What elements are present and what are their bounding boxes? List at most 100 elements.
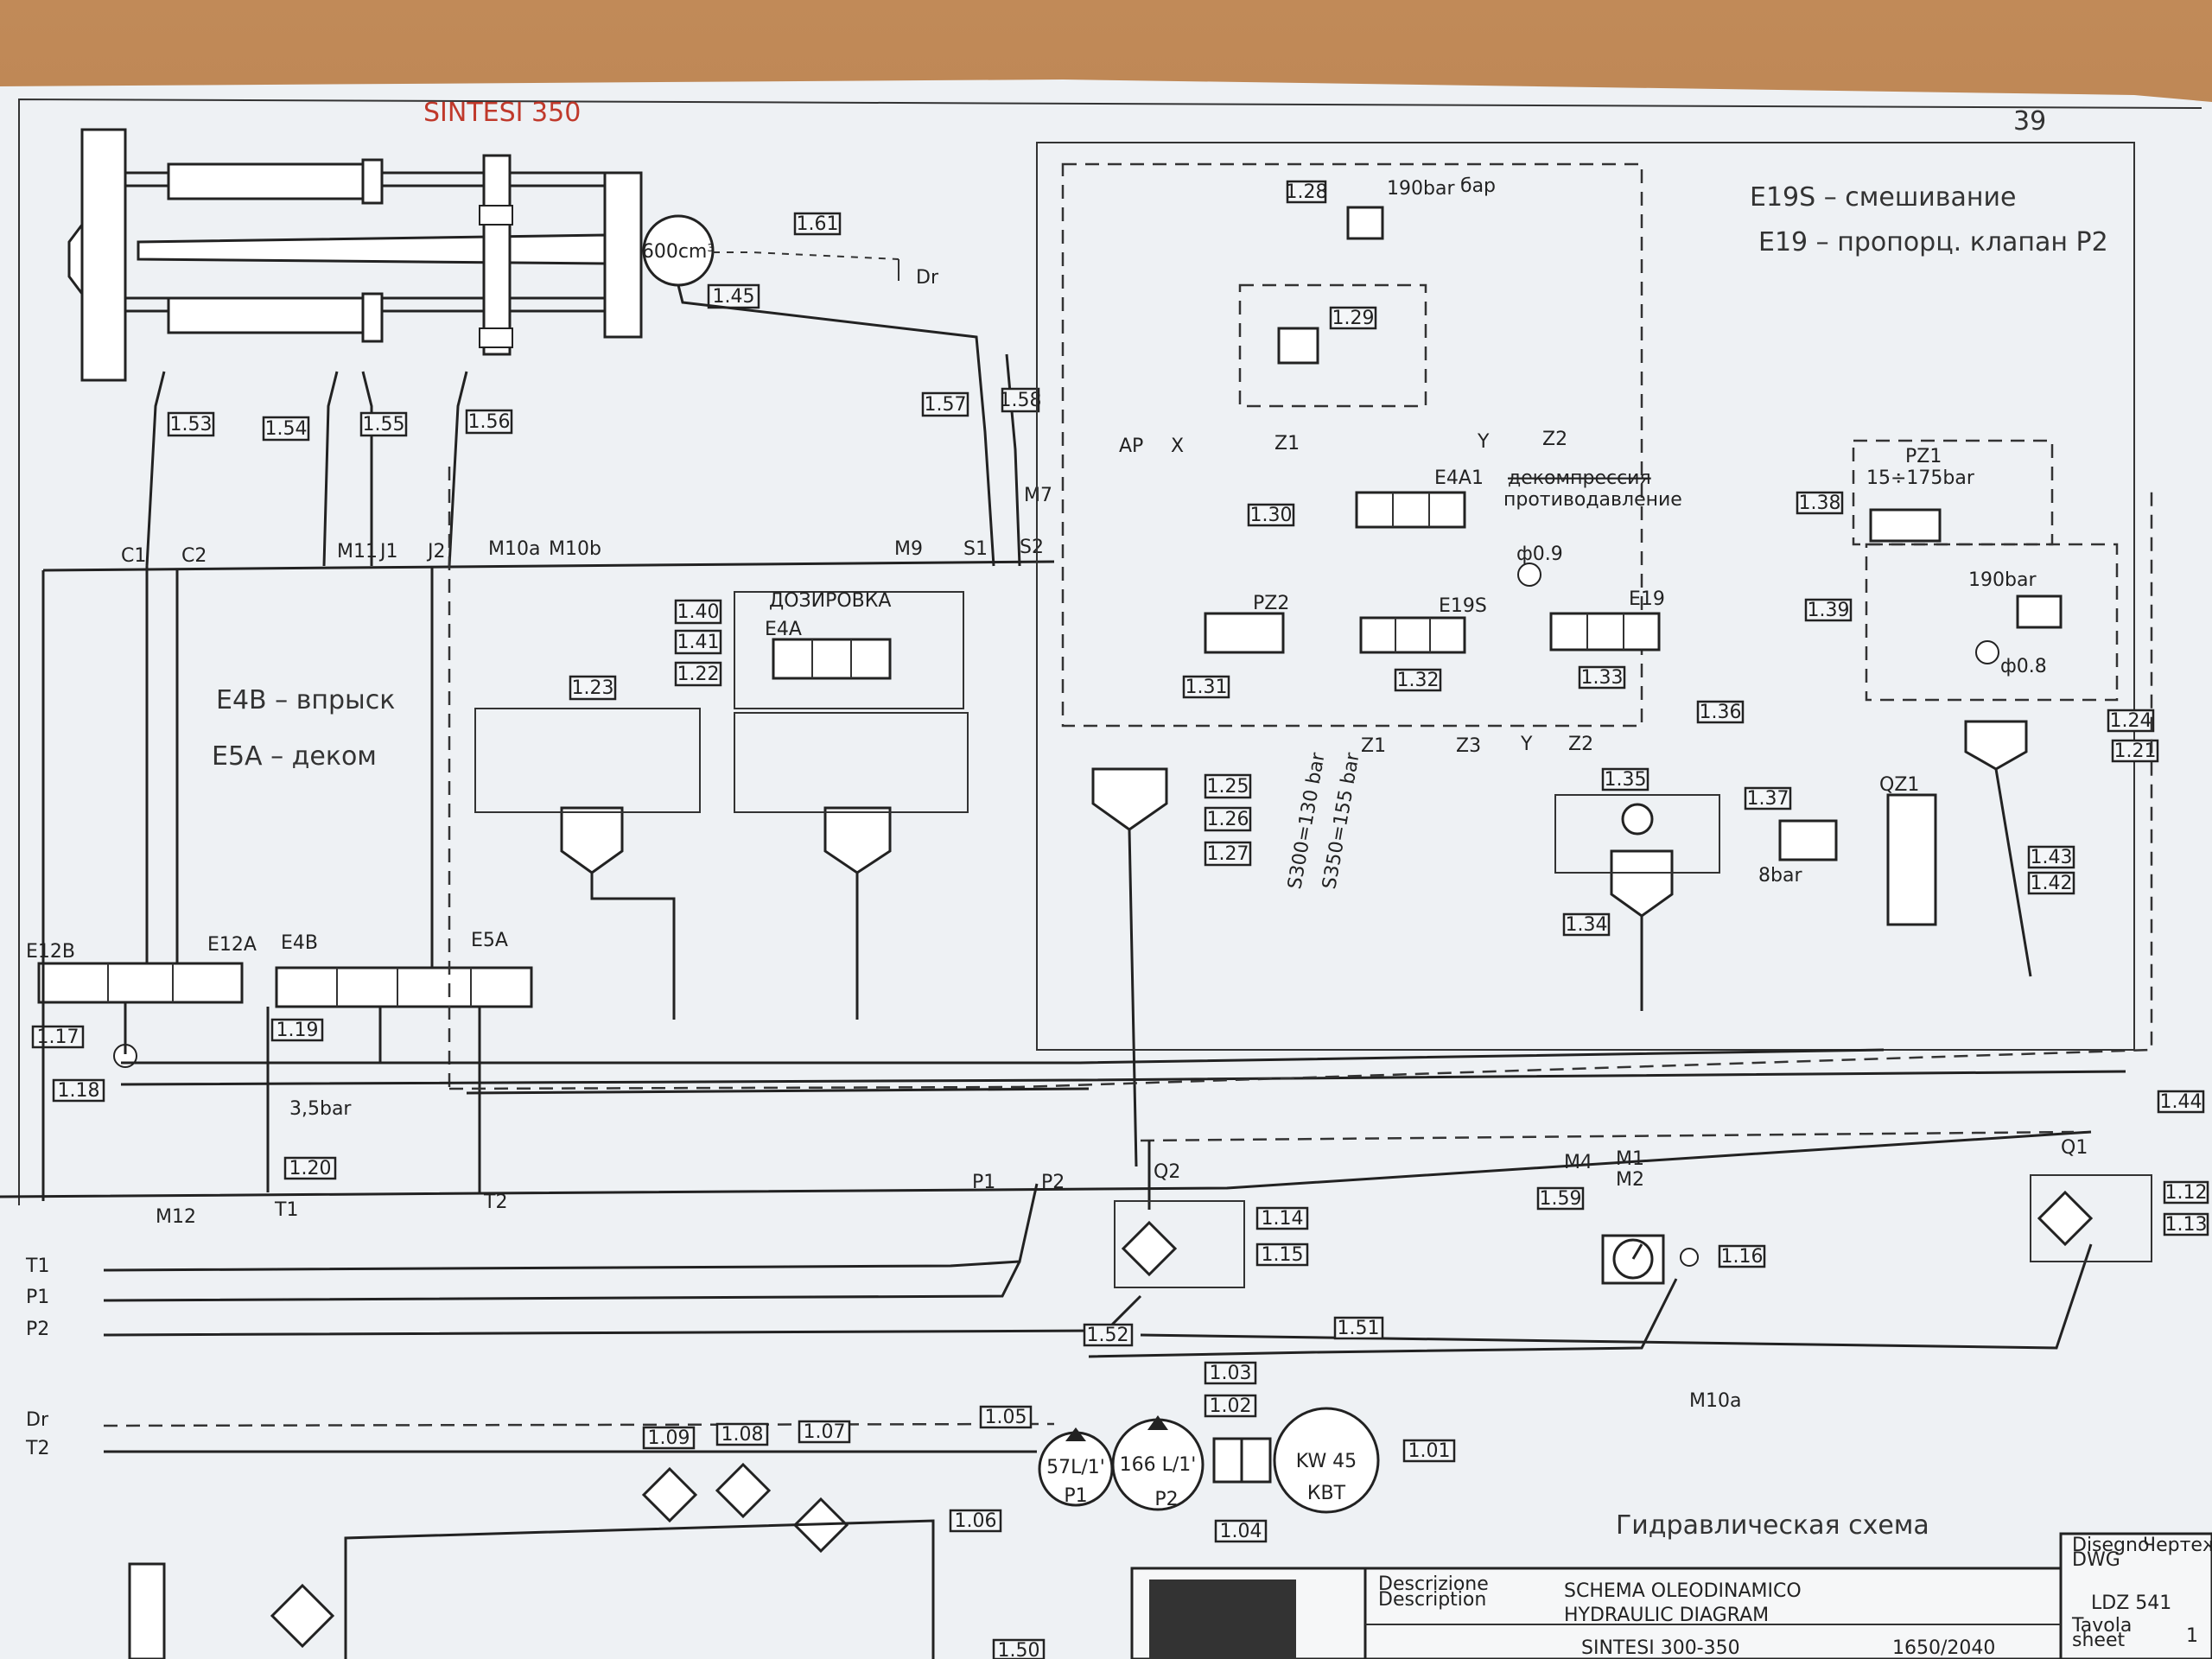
- note-e19s: E19S – смешивание: [1750, 182, 2016, 213]
- svg-text:15÷175bar: 15÷175bar: [1866, 467, 1975, 489]
- svg-text:ф0.9: ф0.9: [1516, 543, 1563, 565]
- note-e19: E19 – пропорц. клапан P2: [1758, 227, 2108, 257]
- svg-text:Description: Description: [1378, 1589, 1486, 1611]
- svg-text:Чертеж: Чертеж: [2143, 1535, 2212, 1556]
- drawing-number: LDZ 541: [2091, 1592, 2171, 1614]
- dosing-label: ДОЗИРОВКА: [769, 590, 891, 612]
- svg-text:sheet: sheet: [2072, 1630, 2125, 1651]
- part-1-33: 1.33: [1581, 667, 1624, 689]
- part-1-61: 1.61: [797, 213, 839, 235]
- drain-label: Dr: [916, 267, 939, 289]
- part-1-09: 1.09: [648, 1427, 690, 1449]
- part-1-42: 1.42: [2031, 873, 2073, 894]
- part-1-50: 1.50: [998, 1640, 1040, 1659]
- electric-motor: [1273, 1407, 1380, 1514]
- note-sintesi: SINTESI 350: [423, 98, 581, 128]
- svg-text:E12B: E12B: [26, 941, 75, 963]
- svg-text:M12: M12: [156, 1206, 196, 1228]
- svg-text:T2: T2: [25, 1438, 49, 1459]
- part-1-52: 1.52: [1087, 1325, 1129, 1346]
- upper-port-labels: AP X Z1 Y Z2: [1119, 429, 1567, 457]
- cylinder-lines: [145, 284, 1021, 567]
- svg-text:DWG: DWG: [2072, 1549, 2120, 1571]
- svg-text:Dr: Dr: [26, 1409, 49, 1431]
- note-bottom: Гидравлическая схема: [1616, 1510, 1929, 1541]
- part-1-19: 1.19: [276, 1020, 319, 1041]
- relief-valve-190: [1346, 206, 1384, 240]
- part-1-41: 1.21: [2114, 741, 2157, 762]
- svg-text:M7: M7: [1024, 485, 1052, 506]
- part-1-32: 1.32: [1397, 670, 1440, 691]
- part-1-24: 1.22: [677, 664, 720, 685]
- part-1-43: 1.43: [2031, 847, 2073, 868]
- part-1-28: 1.28: [1286, 181, 1328, 203]
- part-1-12: 1.12: [2165, 1182, 2208, 1204]
- svg-text:Descrizione: Descrizione: [1378, 1573, 1489, 1595]
- part-1-37: 1.37: [1747, 788, 1789, 810]
- part-1-25: 1.25: [1207, 776, 1249, 798]
- valve-e19s: E19S: [1359, 595, 1487, 654]
- part-1-55: 1.55: [363, 414, 405, 435]
- svg-text:Q2: Q2: [1154, 1161, 1180, 1183]
- svg-text:T1: T1: [25, 1255, 49, 1277]
- part-1-26: 1.26: [1207, 809, 1249, 830]
- note-e5a: E5A – деком: [212, 741, 377, 772]
- part-1-21: 1.23: [572, 677, 614, 699]
- svg-text:ф0.8: ф0.8: [2000, 656, 2047, 677]
- part-1-08: 1.08: [721, 1424, 764, 1446]
- svg-text:M1: M1: [1616, 1148, 1644, 1170]
- valve-pz1: [1869, 508, 1942, 543]
- valve-e12: E12B E12A: [26, 934, 257, 1004]
- svg-text:Z2: Z2: [1542, 429, 1567, 450]
- valve-8bar: [1778, 819, 1838, 861]
- svg-text:P2: P2: [1041, 1172, 1065, 1193]
- svg-text:E19S: E19S: [1439, 595, 1487, 617]
- part-1-38: 1.38: [1799, 493, 1841, 514]
- svg-text:KW 45: KW 45: [1296, 1451, 1357, 1472]
- part-1-53: 1.53: [170, 414, 213, 435]
- part-1-01: 1.01: [1408, 1440, 1451, 1462]
- part-1-35: 1.35: [1605, 769, 1647, 791]
- svg-text:QZ1: QZ1: [1879, 774, 1919, 796]
- svg-text:E5A: E5A: [471, 930, 508, 951]
- svg-text:Z1: Z1: [1361, 735, 1386, 757]
- svg-text:M4: M4: [1564, 1152, 1592, 1173]
- svg-text:P1: P1: [1064, 1485, 1087, 1507]
- svg-text:190bar: 190bar: [1387, 178, 1455, 200]
- lower-port-labels: M12 T1 T2 P1 P2 Q2 Q1 M4 M1 M2 M10a: [156, 1137, 2088, 1412]
- svg-text:бар: бар: [1460, 175, 1496, 197]
- diagram-title-it: SCHEMA OLEODINAMICO: [1564, 1580, 1802, 1602]
- filter-icon: [1121, 1220, 1178, 1277]
- svg-text:Tavola: Tavola: [2071, 1615, 2132, 1637]
- part-1-13: 1.13: [2165, 1214, 2208, 1236]
- valve-qz1: [1886, 793, 1937, 926]
- svg-text:M2: M2: [1616, 1169, 1644, 1191]
- svg-text:S1: S1: [963, 538, 988, 560]
- svg-text:SINTESI 300-350: SINTESI 300-350: [1581, 1637, 1740, 1659]
- svg-text:S2: S2: [1020, 537, 1044, 558]
- svg-text:КВТ: КВТ: [1307, 1483, 1346, 1504]
- svg-text:M11: M11: [337, 541, 378, 563]
- valve-e4b-e5a: E4B E5A: [275, 930, 533, 1008]
- svg-text:P1: P1: [972, 1172, 995, 1193]
- svg-text:J1: J1: [378, 541, 398, 563]
- cartridge-valves: [474, 708, 2032, 1167]
- svg-text:57L/1': 57L/1': [1046, 1457, 1105, 1478]
- svg-text:8bar: 8bar: [1758, 865, 1802, 887]
- part-1-54: 1.54: [265, 418, 308, 440]
- part-1-20: 1.20: [289, 1158, 332, 1179]
- check-valve: [1621, 803, 1654, 836]
- svg-text:1: 1: [2186, 1625, 2198, 1647]
- part-1-31: 1.31: [1185, 677, 1228, 698]
- note-backpressure: противодавление: [1503, 489, 1682, 511]
- svg-text:J2: J2: [426, 541, 446, 563]
- svg-text:P2: P2: [1154, 1489, 1178, 1510]
- svg-text:Disegno: Disegno: [2072, 1535, 2149, 1556]
- part-1-59: 1.59: [1540, 1188, 1582, 1210]
- part-1-05: 1.05: [985, 1407, 1027, 1428]
- svg-text:X: X: [1171, 435, 1184, 457]
- part-1-22: 1.40: [677, 601, 720, 623]
- svg-text:P1: P1: [26, 1287, 49, 1308]
- part-1-40: 1.24: [2110, 710, 2152, 732]
- svg-text:Z1: Z1: [1274, 433, 1300, 454]
